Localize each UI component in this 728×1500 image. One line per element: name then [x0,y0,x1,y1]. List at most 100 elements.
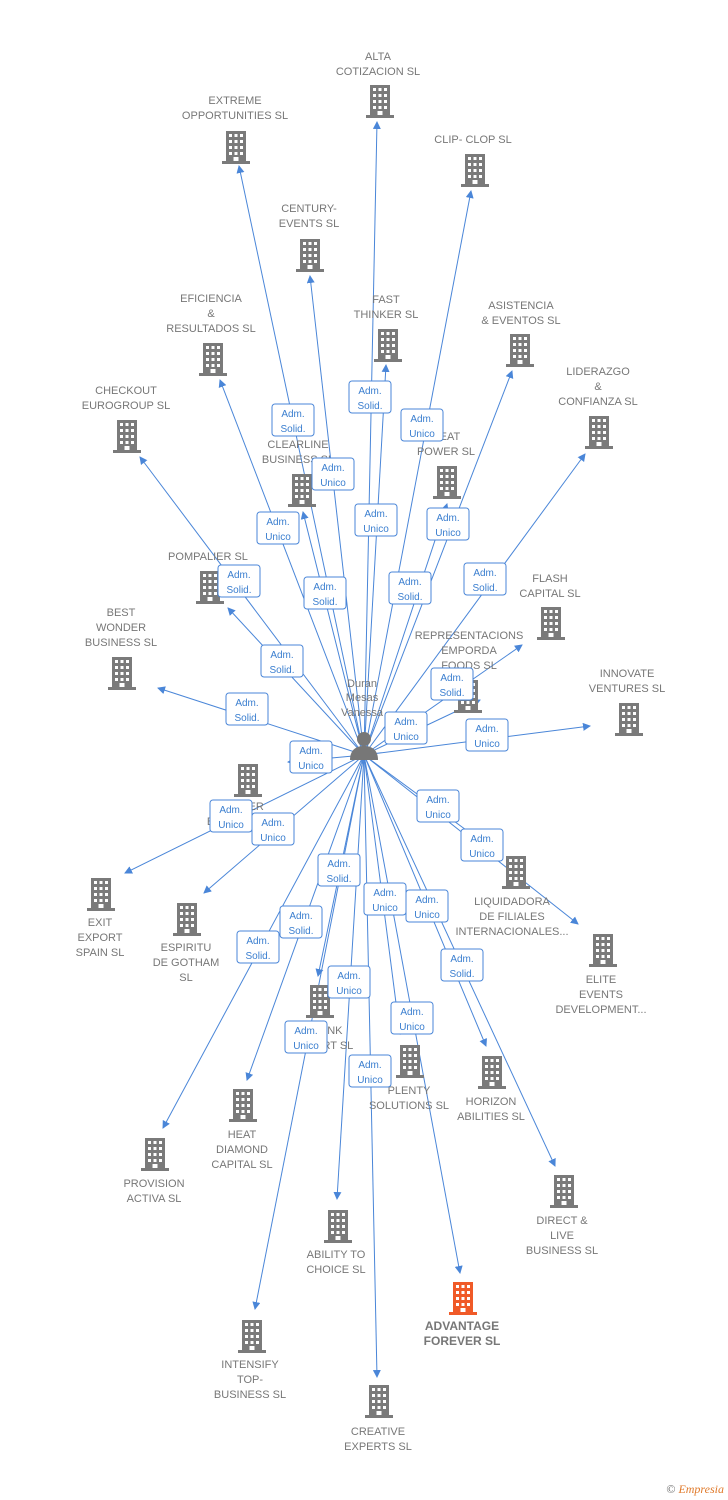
company-label-line: ABILITY TO [307,1249,366,1261]
role-badge-box [236,930,280,964]
role-badge-representaciones-emporda[interactable]: Adm.Solid. [430,667,474,701]
company-label-line: CENTURY- [281,203,337,215]
role-badge-heat-diamond[interactable]: Adm.Solid. [279,905,323,939]
building-icon [173,903,201,936]
company-label-line: EVENTS [579,989,623,1001]
company-label-line: FOREVER SL [424,1334,501,1348]
company-label-line: COTIZACION SL [336,66,420,78]
company-label-line: CAPITAL SL [211,1159,272,1171]
role-badge-think-smart[interactable]: Adm.Unico [327,965,371,999]
role-badge-clearline-business[interactable]: Adm.Solid. [303,576,347,610]
role-badge-provision-activa[interactable]: Adm.Solid. [236,930,280,964]
role-badge-fast-thinker[interactable]: Adm.Unico [354,503,398,537]
role-badge-text: Adm. [321,463,344,474]
role-badge-exit-export[interactable]: Adm.Unico [209,799,253,833]
role-badge-intensify-top[interactable]: Adm.Unico [284,1020,328,1054]
company-node-clip-clop[interactable]: CLIP- CLOP SL [434,134,512,187]
company-label-line: CHOICE SL [306,1264,365,1276]
company-node-century-events[interactable]: CENTURY-EVENTS SL [279,203,340,272]
building-icon [108,657,136,690]
company-label-line: INNOVATE [600,668,655,680]
role-badge-liquidadora-filiales[interactable]: Adm.Unico [416,789,460,823]
role-badge-text: Solid. [226,585,251,596]
role-badge-pompalier[interactable]: Adm.Solid. [260,644,304,678]
company-label-line: DE FILIALES [479,911,544,923]
role-badge-advantage-forever[interactable]: Adm.Unico [390,1001,434,1035]
company-label-line: BUSINESS SL [85,637,157,649]
role-badge-text: Unico [336,986,362,997]
role-badge-eficiencia-resultados[interactable]: Adm.Unico [256,511,300,545]
company-label-line: & EVENTOS SL [481,315,560,327]
role-badge-innovate-ventures[interactable]: Adm.Unico [465,718,509,752]
role-badge-creative-experts[interactable]: Adm.Unico [348,1054,392,1088]
role-badge-box [460,828,504,862]
role-badge-elite-events[interactable]: Adm.Unico [460,828,504,862]
role-badge-asistencia-eventos[interactable]: Adm.Unico [426,507,470,541]
role-badge-espiritu-gotham[interactable]: Adm.Unico [251,812,295,846]
person-node[interactable]: Duran Mesas Vanessa [341,678,384,760]
role-badge-box [348,1054,392,1088]
role-badge-direct-live[interactable]: Adm.Solid. [440,948,484,982]
role-badge-text: Adm. [470,834,493,845]
role-badge-heat-power[interactable]: Adm.Solid. [388,571,432,605]
company-node-eficiencia-resultados[interactable]: EFICIENCIA&RESULTADOS SL [166,293,256,376]
role-badge-ability-to-choice[interactable]: Adm.Solid. [317,853,361,887]
role-badge-plenty-solutions[interactable]: Adm.Unico [363,882,407,916]
company-node-elite-events[interactable]: ELITEEVENTSDEVELOPMENT... [555,934,647,1016]
company-node-liderazgo-confianza[interactable]: LIDERAZGO&CONFIANZA SL [558,366,638,449]
role-badge-text: Adm. [313,582,336,593]
role-badge-box [217,564,261,598]
role-badge-text: Adm. [475,724,498,735]
role-badge-alta-cotizacion[interactable]: Adm.Solid. [348,380,392,414]
building-icon [324,1210,352,1243]
footer-brand[interactable]: © Empresia [666,1482,724,1497]
role-badge-box [405,889,449,923]
company-node-ability-to-choice[interactable]: ABILITY TO CHOICE SL [306,1210,366,1276]
role-badge-text: Adm. [289,911,312,922]
role-badge-text: Solid. [439,688,464,699]
company-label-line: EMPORDA [441,645,497,657]
person-name-line-3: Vanessa [341,707,384,719]
role-badge-horizon-abilities[interactable]: Adm.Unico [405,889,449,923]
role-badge-flash-capital[interactable]: Adm.Unico [384,711,428,745]
role-badge-text: Unico [414,910,440,921]
role-badge-text: Adm. [358,386,381,397]
role-badge-century-events[interactable]: Adm. Unico [311,457,355,491]
company-node-asistencia-eventos[interactable]: ASISTENCIA& EVENTOS SL [481,300,561,367]
role-badge-liderazgo-confianza[interactable]: Adm.Solid. [463,562,507,596]
role-badge-clip-clop[interactable]: Adm.Unico [400,408,444,442]
role-badge-text: Adm. [299,746,322,757]
role-badge-box [260,644,304,678]
role-badge-text: Unico [260,833,286,844]
role-badge-extreme-opportunities[interactable]: Adm.Solid. [271,403,315,437]
building-icon [461,154,489,187]
role-badge-box [279,905,323,939]
company-label-line: EXPORT [77,932,122,944]
role-badge-text: Unico [320,478,346,489]
role-badge-text: Adm. [398,577,421,588]
role-badge-text: Adm. [373,888,396,899]
role-badge-power-business[interactable]: Adm.Unico [289,740,333,774]
role-badge-checkout-eurogroup[interactable]: Adm.Solid. [217,564,261,598]
company-node-pompalier[interactable]: POMPALIER SL [168,551,248,604]
role-badge-text: Adm. [327,859,350,870]
role-badge-best-wonder[interactable]: Adm.Solid. [225,692,269,726]
